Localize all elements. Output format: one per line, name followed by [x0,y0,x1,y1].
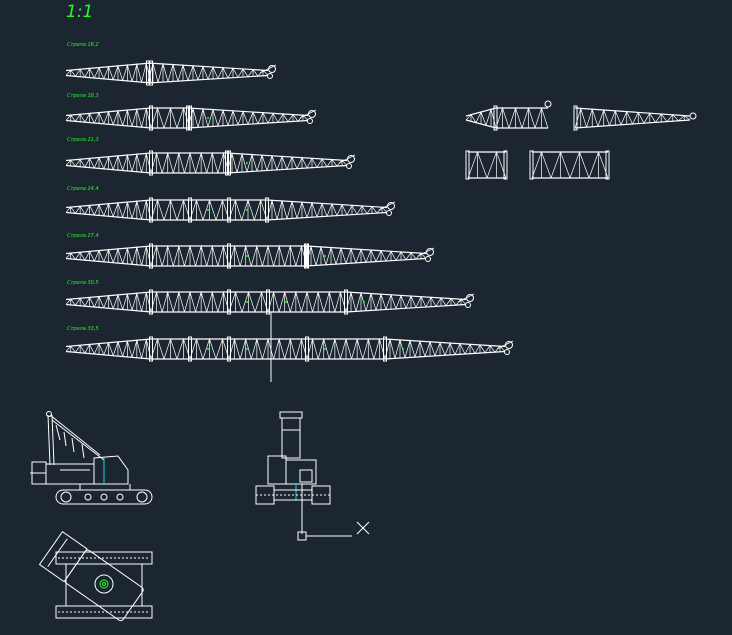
boom-label-4: Стрела 24,4 [67,186,99,192]
boom-insert-section-long [529,150,610,180]
boom-1 [65,60,277,86]
boom-head-section [573,105,697,131]
boom-label-6: Стрела 30,5 [67,280,99,286]
boom-2 [65,105,317,131]
boom-section-parts [465,100,697,180]
boom-7 [66,337,514,362]
boom-5 [65,243,435,269]
boom-3 [65,150,356,176]
boom-insert-section-short [465,150,508,180]
boom-label-2: Стрела 18,3 [67,93,99,99]
boom-4 [65,197,396,223]
crawler-crane-front-view [255,411,370,541]
boom-base-section [465,100,552,131]
crawler-crane-plan-view [38,531,153,622]
crawler-crane-side-view [30,411,153,505]
scale-label: 1:1 [66,2,94,22]
boom-label-7: Стрела 33,5 [67,326,99,332]
boom-label-5: Стрела 27,4 [67,233,99,239]
boom-label-1: Стрела 18,2 [67,42,99,48]
boom-label-3: Стрела 21,3 [67,137,99,143]
boom-6 [66,290,475,315]
boom-variants [65,60,514,362]
